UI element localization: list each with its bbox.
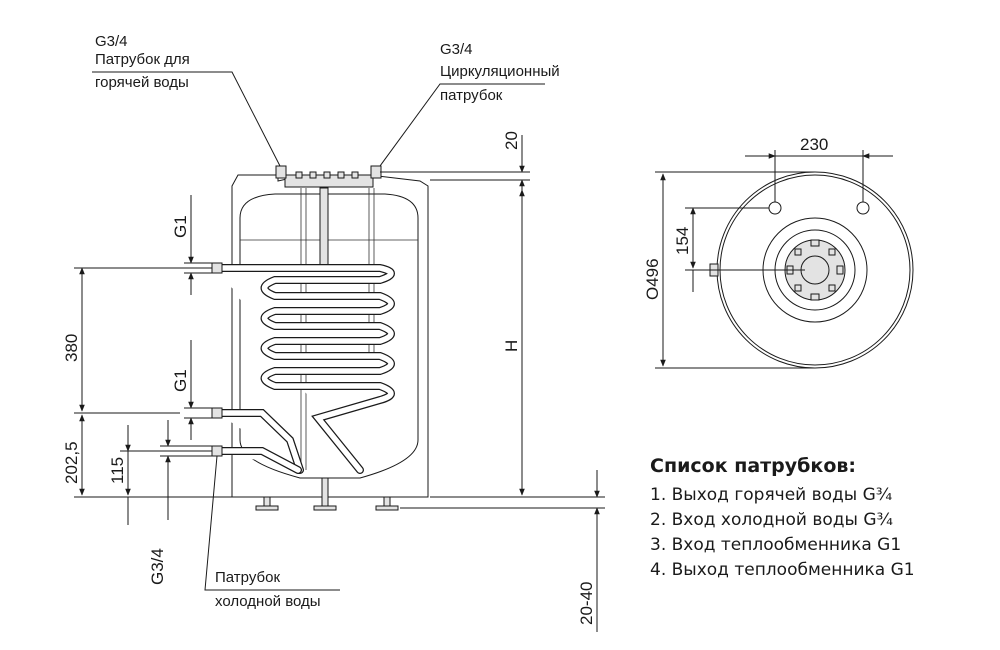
circulation-connector [370,165,382,179]
dim-115: 115 [108,457,127,484]
dim-height: H [502,340,521,352]
circ-size-label: G3/4 [440,41,473,58]
legend-item: 4. Выход теплообменника G1 [650,560,915,580]
legend-item: 3. Вход теплообменника G1 [650,535,902,555]
dim-top-gap: 20 [502,131,521,150]
cold-inlet-stub [211,445,223,457]
dim-feet: 20-40 [577,582,596,625]
legend-item: 2. Вход холодной воды G¾ [650,510,894,530]
adjustable-feet [255,477,399,511]
cold-label-line1: Патрубок [215,569,280,586]
flange-bolts [295,171,359,179]
dim-154: 154 [673,227,692,255]
circ-label-line2: патрубок [440,87,503,104]
hot-water-connector [275,165,287,179]
dim-diameter: O496 [643,258,662,300]
coil-inlet-stub [211,262,223,274]
dim-230: 230 [800,135,828,154]
hot-conn-size-label: G3/4 [95,33,128,50]
dim-coil-out: G1 [171,369,190,392]
heat-exchanger-coil [214,264,395,474]
hot-conn-label-line2: горячей воды [95,74,189,91]
circ-port-top [856,201,870,215]
circ-label-line1: Циркуляционный [440,63,560,80]
dimension-lines [74,71,605,632]
legend-list: 1. Выход горячей воды G¾ 2. Вход холодно… [650,483,990,583]
legend-item: 1. Выход горячей воды G¾ [650,485,893,505]
tank-vessel [239,193,419,479]
legend-title: Список патрубков: [650,455,856,477]
dim-cold-size: G3/4 [148,548,167,585]
anode-tube [319,187,329,269]
cold-label-line2: холодной воды [215,593,321,610]
dim-coil-in: G1 [171,215,190,238]
hot-port-top [768,201,782,215]
hot-conn-label-line1: Патрубок для [95,51,190,68]
tank-side-view [211,165,429,511]
dim-202: 202,5 [62,441,81,484]
connector-legend: Список патрубков: 1. Выход горячей воды … [650,455,990,583]
dim-380: 380 [62,334,81,362]
tank-top-view [655,150,914,369]
coil-outlet-stub [211,407,223,419]
